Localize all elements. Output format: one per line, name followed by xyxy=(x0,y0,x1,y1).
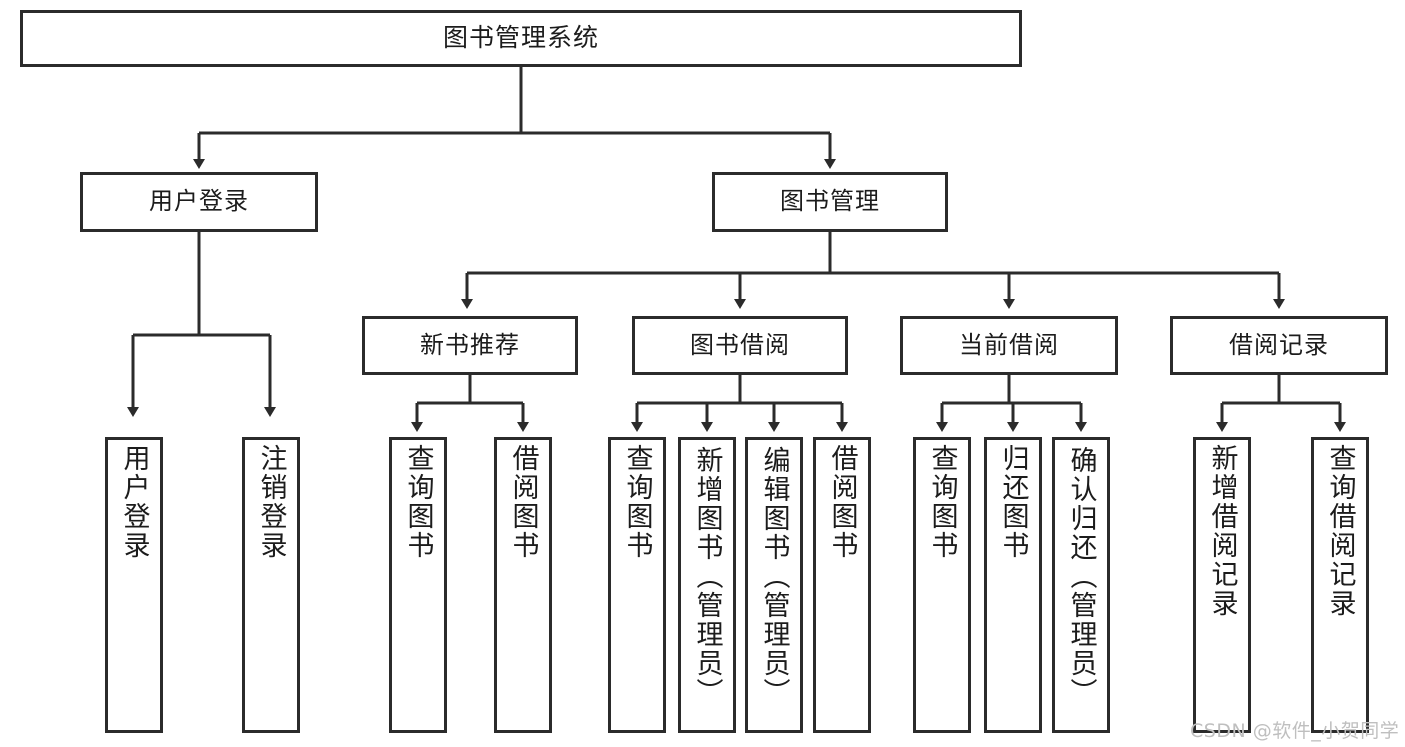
leaf-book-borrow-edit-book-admin[interactable]: 编辑图书（管理员） xyxy=(745,437,803,733)
node-label: 查询图书 xyxy=(402,444,434,560)
node-label: 新增借阅记录 xyxy=(1206,444,1238,618)
leaf-borrow-record-query-record[interactable]: 查询借阅记录 xyxy=(1311,437,1369,733)
node-label: 用户登录 xyxy=(118,444,150,560)
leaf-book-borrow-query-book[interactable]: 查询图书 xyxy=(608,437,666,733)
leaf-borrow-record-add-record[interactable]: 新增借阅记录 xyxy=(1193,437,1251,733)
node-label: 借阅图书 xyxy=(507,444,539,560)
leaf-new-book-borrow-book[interactable]: 借阅图书 xyxy=(494,437,552,733)
leaf-current-borrow-query-book[interactable]: 查询图书 xyxy=(913,437,971,733)
node-label: 图书借阅 xyxy=(690,330,790,359)
csdn-watermark: CSDN @软件_小贺同学 xyxy=(1190,720,1400,742)
node-label: 查询借阅记录 xyxy=(1324,444,1356,618)
leaf-new-book-query-book[interactable]: 查询图书 xyxy=(389,437,447,733)
node-label: 编辑图书（管理员） xyxy=(758,446,790,707)
node-label: 查询图书 xyxy=(621,444,653,560)
node-label: 查询图书 xyxy=(926,444,958,560)
node-label: 新书推荐 xyxy=(420,330,520,359)
node-book-borrow[interactable]: 图书借阅 xyxy=(632,316,848,375)
node-user-login[interactable]: 用户登录 xyxy=(80,172,318,232)
node-label: 借阅记录 xyxy=(1229,330,1329,359)
node-root-book-management-system[interactable]: 图书管理系统 xyxy=(20,10,1022,67)
node-label: 图书管理系统 xyxy=(442,23,599,53)
leaf-book-borrow-add-book-admin[interactable]: 新增图书（管理员） xyxy=(678,437,736,733)
leaf-book-borrow-borrow-book[interactable]: 借阅图书 xyxy=(813,437,871,733)
node-new-book-recommend[interactable]: 新书推荐 xyxy=(362,316,578,375)
node-borrow-record[interactable]: 借阅记录 xyxy=(1170,316,1388,375)
leaf-user-login-login[interactable]: 用户登录 xyxy=(105,437,163,733)
node-book-management[interactable]: 图书管理 xyxy=(712,172,948,232)
node-label: 归还图书 xyxy=(997,444,1029,560)
node-label: 当前借阅 xyxy=(959,330,1059,359)
node-label: 借阅图书 xyxy=(826,444,858,560)
node-label: 图书管理 xyxy=(780,187,880,216)
node-label: 确认归还（管理员） xyxy=(1065,446,1097,707)
node-label: 用户登录 xyxy=(149,187,249,216)
node-current-borrow[interactable]: 当前借阅 xyxy=(900,316,1118,375)
node-label: 注销登录 xyxy=(255,444,287,560)
leaf-current-borrow-return-book[interactable]: 归还图书 xyxy=(984,437,1042,733)
node-label: 新增图书（管理员） xyxy=(691,446,723,707)
leaf-user-login-logout[interactable]: 注销登录 xyxy=(242,437,300,733)
leaf-current-borrow-confirm-return-admin[interactable]: 确认归还（管理员） xyxy=(1052,437,1110,733)
